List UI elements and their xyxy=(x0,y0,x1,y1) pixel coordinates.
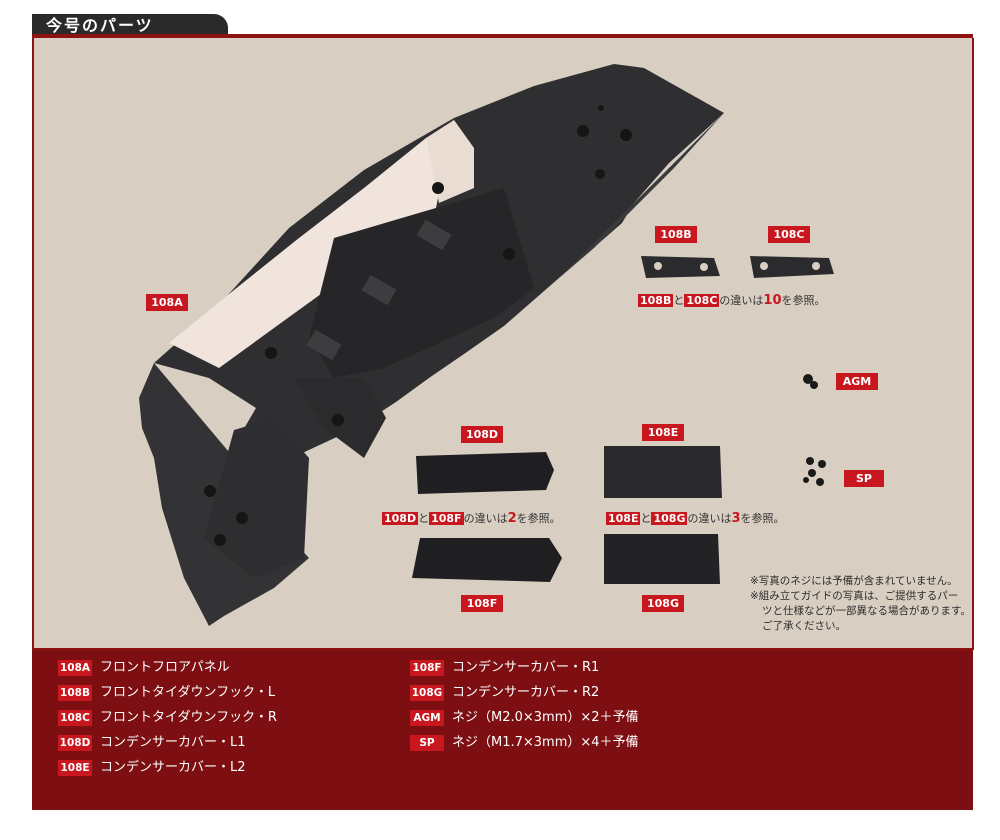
label-108f: 108F xyxy=(461,595,503,612)
label-108c: 108C xyxy=(768,226,810,243)
part-108b-image xyxy=(641,256,720,278)
label-108b: 108B xyxy=(655,226,697,243)
part-108c-image xyxy=(750,256,834,278)
part-108g-image xyxy=(604,534,720,584)
label-108e: 108E xyxy=(642,424,684,441)
footnote-line: ※写真のネジには予備が含まれていません。 xyxy=(750,575,958,587)
part-108e-image xyxy=(604,446,722,498)
label-108d: 108D xyxy=(461,426,503,443)
header-rule xyxy=(32,34,973,38)
screws-agm-image xyxy=(803,374,818,389)
footnote-line: ツと仕様などが一部異なる場合があります。 xyxy=(762,605,971,617)
parts-photo xyxy=(139,64,834,626)
label-agm: AGM xyxy=(836,373,878,390)
screws-sp-image xyxy=(803,457,826,486)
label-108a: 108A xyxy=(146,294,188,311)
part-108d-image xyxy=(416,452,554,494)
label-108g: 108G xyxy=(642,595,684,612)
header-tab-label: 今号のパーツ xyxy=(46,16,154,35)
parts-photo-frame: 108A 108B 108C AGM SP 108D 108E 108F 108… xyxy=(32,38,974,650)
footnote-line: ご了承ください。 xyxy=(762,620,846,632)
part-108f-image xyxy=(412,538,562,582)
footnotes: ※写真のネジには予備が含まれていません。 ※組み立てガイドの写真は、ご提供するパ… xyxy=(750,574,971,634)
part-108a-image xyxy=(139,64,724,626)
label-sp: SP xyxy=(844,470,884,487)
footnote-line: ※組み立てガイドの写真は、ご提供するパー xyxy=(750,590,959,602)
